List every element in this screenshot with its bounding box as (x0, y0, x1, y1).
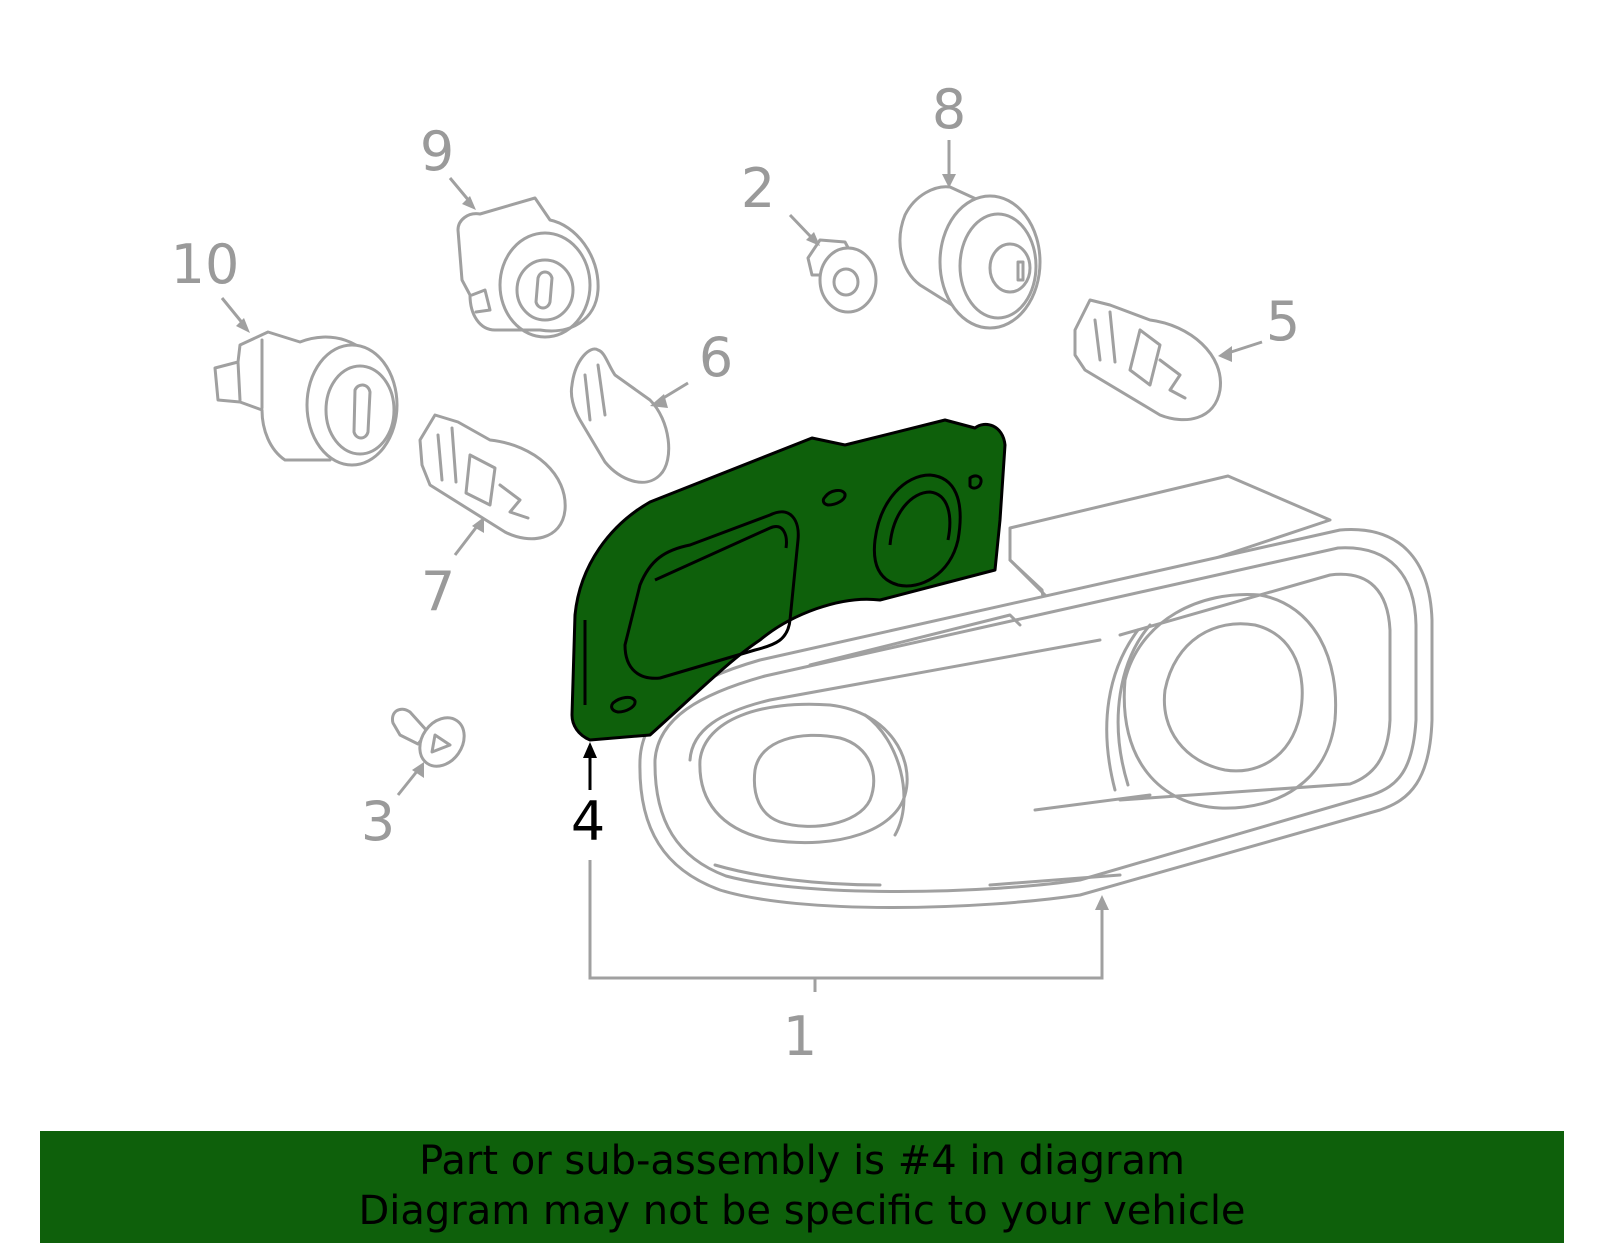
label-part-4: 4 (571, 790, 605, 853)
label-part-6: 6 (699, 326, 733, 389)
part-1-headlamp-assembly[interactable] (588, 474, 1434, 992)
part-5-bulb[interactable] (1073, 298, 1263, 422)
part-7-bulb[interactable] (418, 413, 567, 556)
part-6-wedge-bulb[interactable] (569, 347, 689, 484)
part-4-highlighted-bracket[interactable] (570, 418, 1007, 790)
label-part-2: 2 (741, 157, 775, 220)
banner-line-2: Diagram may not be specific to your vehi… (358, 1188, 1246, 1234)
label-part-5: 5 (1266, 290, 1300, 353)
label-part-8: 8 (932, 78, 966, 141)
part-8-bulb-socket[interactable] (898, 140, 1042, 330)
part-9-bulb-socket[interactable] (448, 177, 600, 339)
part-10-bulb-socket[interactable] (213, 297, 399, 467)
label-part-9: 9 (420, 120, 454, 183)
label-part-10: 10 (171, 233, 240, 296)
label-part-3: 3 (361, 790, 395, 853)
label-part-1: 1 (783, 1005, 817, 1068)
banner-line-1: Part or sub-assembly is #4 in diagram (419, 1138, 1185, 1184)
label-part-7: 7 (421, 560, 455, 623)
part-3-push-clip[interactable] (390, 707, 473, 796)
info-banner: Part or sub-assembly is #4 in diagram Di… (40, 1131, 1564, 1243)
part-2-nut[interactable] (788, 213, 878, 314)
